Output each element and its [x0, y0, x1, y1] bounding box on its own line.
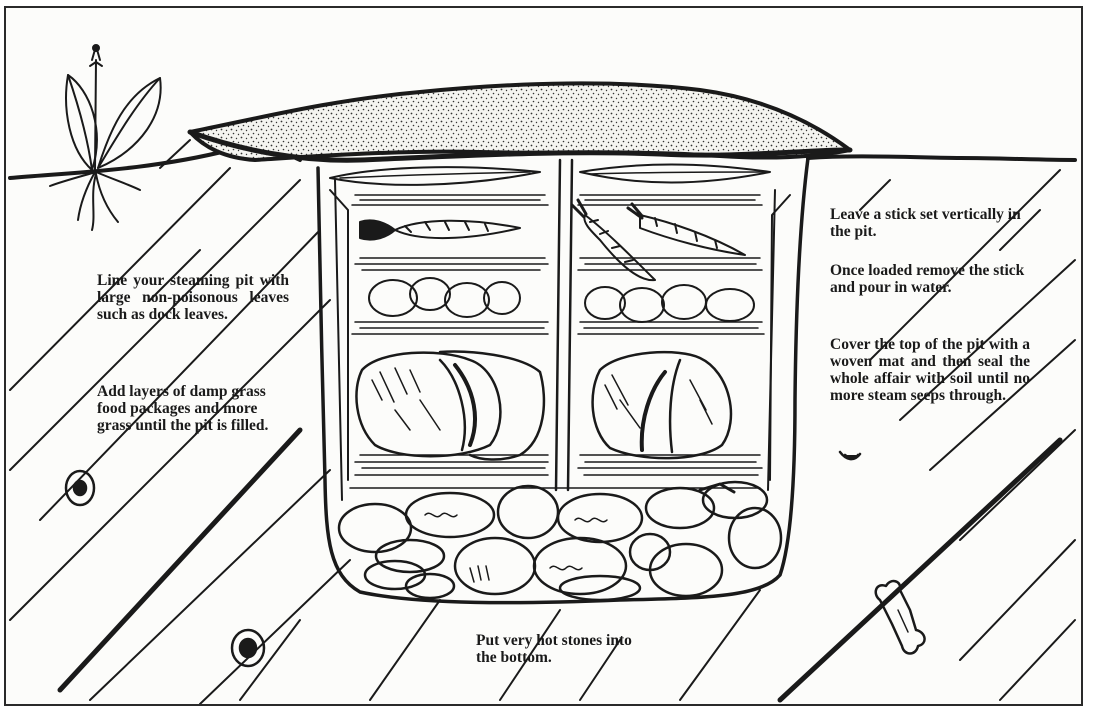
hot-stones-text: Put very hot stones into the bottom.	[476, 632, 656, 666]
remove-stick-text: Once loaded remove the stick and pour in…	[830, 262, 1030, 296]
food-packages-small	[369, 278, 754, 322]
dock-plant	[50, 45, 161, 230]
top-leaf-layer	[330, 167, 540, 185]
add-layers-text: Add layers of damp grass food packages a…	[97, 383, 289, 434]
leave-stick-text: Leave a stick set vertically in the pit.	[830, 206, 1030, 240]
soil-mound	[190, 83, 850, 160]
label-line-pit: Line your steaming pit with large non-po…	[97, 272, 289, 323]
label-hot-stones: Put very hot stones into the bottom.	[476, 632, 656, 666]
steam-stick	[556, 160, 560, 490]
label-add-layers: Add layers of damp grass food packages a…	[97, 383, 289, 434]
line-pit-text: Line your steaming pit with large non-po…	[97, 272, 289, 323]
bone	[876, 581, 925, 653]
label-cover-top: Cover the top of the pit with a woven ma…	[830, 336, 1030, 404]
cover-top-text: Cover the top of the pit with a woven ma…	[830, 336, 1030, 404]
ground-lines-right	[860, 170, 1075, 700]
hot-stones	[339, 482, 781, 600]
food-packages-large	[356, 352, 731, 460]
pit-outline	[318, 158, 808, 603]
carrots	[360, 200, 745, 280]
label-leave-stick: Leave a stick set vertically in the pit.	[830, 206, 1030, 240]
label-remove-stick: Once loaded remove the stick and pour in…	[830, 262, 1030, 296]
